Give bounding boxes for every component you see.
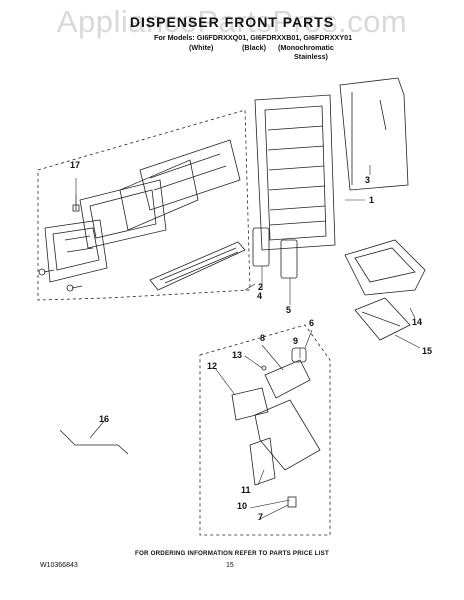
variant-stainless: Stainless) [294, 52, 328, 61]
callout-1: 1 [369, 195, 375, 205]
grille-part-15 [354, 297, 411, 341]
chute-mechanism-parts [231, 347, 321, 508]
callout-2: 2 [258, 282, 264, 292]
rear-cover-part [339, 77, 409, 191]
watermark: AppliancePartsPros.com [56, 4, 408, 39]
linkage-rod-part [59, 429, 129, 455]
callout-4: 4 [257, 291, 263, 301]
document-number: W10366843 [40, 562, 78, 569]
callout-16: 16 [99, 414, 110, 424]
pad-part-5 [280, 239, 298, 279]
callout-8: 8 [260, 333, 266, 343]
callout-3: 3 [365, 175, 371, 185]
callout-5: 5 [286, 305, 292, 315]
screw-parts [38, 195, 83, 292]
control-assembly-outline [37, 109, 251, 301]
callout-10: 10 [237, 501, 248, 511]
trim-part-14 [344, 239, 426, 296]
ice-chute-assembly-outline [199, 324, 331, 536]
leader-lines [75, 165, 421, 521]
callout-7: 7 [258, 512, 264, 522]
callout-9: 9 [293, 336, 299, 346]
control-board-part [79, 139, 241, 249]
callout-11: 11 [241, 485, 251, 495]
variant-white: (White) [189, 43, 214, 52]
callout-15: 15 [422, 346, 433, 356]
models-line: For Models: GI6FDRXXQ01, GI6FDRXXB01, GI… [154, 33, 353, 42]
drip-tray-part [149, 241, 246, 291]
ordering-note: FOR ORDERING INFORMATION REFER TO PARTS … [135, 550, 329, 557]
display-housing-part [44, 219, 108, 283]
variant-monochromatic: (Monochromatic [278, 43, 334, 52]
pad-part-4 [252, 227, 270, 267]
variant-black: (Black) [242, 43, 266, 52]
dispenser-housing-part [254, 94, 336, 251]
page-number: 15 [226, 562, 234, 569]
page-title: DISPENSER FRONT PARTS [129, 14, 335, 30]
callout-17: 17 [70, 160, 81, 170]
callout-14: 14 [412, 317, 423, 327]
callout-12: 12 [207, 361, 218, 371]
callout-13: 13 [232, 350, 243, 360]
callout-6: 6 [309, 318, 315, 328]
